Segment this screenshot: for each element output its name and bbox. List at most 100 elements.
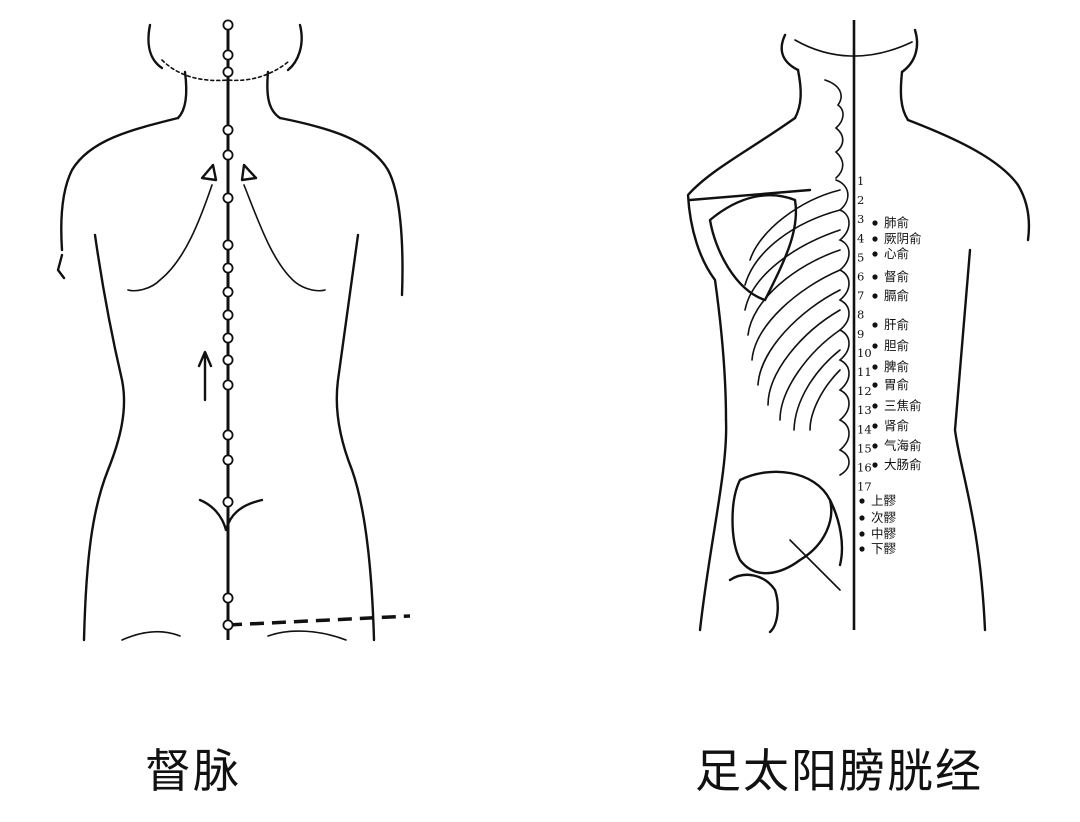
acupoint-marker [222,19,234,31]
acupoint-label: 大肠俞 [884,457,922,472]
governor-vessel-caption: 督脉 [145,744,241,798]
acupoint-marker [222,192,234,204]
acupoint-dot [872,220,878,226]
acupoint-label: 胆俞 [884,338,910,353]
acupoint-marker [222,454,234,466]
acupoint-dot [872,423,878,429]
vertebra-number: 6 [857,270,864,284]
acupoint-dot [872,462,878,468]
vertebra-number: 2 [857,193,864,207]
vertebra-number: 16 [857,461,872,475]
left-scapula-line [127,184,213,292]
scapula [708,193,798,302]
right-neck-marker [240,163,258,182]
acupoint-dot [872,322,878,328]
acupoint-label: 督俞 [884,269,910,284]
acupoint-dot [872,251,878,257]
neck-left [793,68,802,120]
acupoint-dot [872,293,878,299]
right-torso-side [953,248,987,632]
clavicle [688,188,812,202]
acupoint-label: 胃俞 [884,377,910,392]
acupoint-dot [872,382,878,388]
right-ear [900,28,919,74]
pelvis-lower [789,539,841,591]
acupoint-label: 三焦俞 [884,398,922,413]
vertebra-number: 17 [857,480,872,494]
acupoint-dot [872,274,878,280]
left-torso-side [698,418,728,632]
left-buttock-line [121,630,181,641]
right-shoulder [906,118,1031,242]
femur-head [728,573,779,634]
vertebra-number: 9 [857,327,864,341]
left-torso-side [82,233,126,642]
acupoint-markers [222,19,234,631]
right-ear [286,23,303,72]
acupoint-marker [222,354,234,366]
acupoint-dot [872,364,878,370]
acupoint-label: 脾俞 [884,359,910,374]
acupoint-dot [872,403,878,409]
acupoint-dot [872,343,878,349]
neck-right [899,70,910,122]
right-torso-side [335,233,376,642]
vertebra-number: 10 [857,346,872,360]
hairline [794,39,913,57]
left-ear [147,23,164,70]
neck-left [176,70,188,120]
left-arm-stub [56,253,66,280]
acupoint-marker [222,66,234,78]
vertebra-number: 1 [857,174,864,188]
governor-vessel-figure [56,19,411,642]
acupoint-dot [859,531,865,537]
vertebra-number: 8 [857,308,864,322]
acupoint-label: 肺俞 [884,215,910,230]
acupoint-marker [222,379,234,391]
vertebra-number: 13 [857,403,872,417]
acupoint-marker [222,149,234,161]
acupoint-marker [222,49,234,61]
acupoint-label: 次髎 [871,510,897,525]
acupoint-marker [222,262,234,274]
acupoint-marker [222,286,234,298]
acupoint-marker [222,309,234,321]
acupoint-marker [222,496,234,508]
vertebra-number: 7 [857,289,864,303]
acupoint-label: 中髎 [871,526,897,541]
right-shoulder [278,116,404,297]
bladder-meridian-caption: 足太阳膀胱经 [695,744,983,798]
vertebra-number: 4 [857,231,864,245]
vertebra-number: 14 [857,422,872,436]
left-ear [780,33,800,72]
pelvis-ilium [731,470,833,575]
spine [824,79,850,476]
acupoint-label: 上髎 [871,493,897,508]
acupoint-label: 厥阴俞 [884,231,922,246]
acupoint-marker [222,332,234,344]
vertebra-number: 11 [857,365,872,379]
acupoint-dot [859,546,865,552]
vertebra-number: 12 [857,384,872,398]
acupoint-marker [222,239,234,251]
left-shoulder [60,116,180,252]
acupoint-label: 肝俞 [884,317,910,332]
left-neck-marker [200,163,218,182]
sacrum-edge [828,498,844,567]
acupoint-label: 气海俞 [884,438,922,453]
acupoint-marker [222,429,234,441]
acupoint-dot [872,443,878,449]
acupoint-label: 膈俞 [884,288,910,303]
left-shoulder [686,116,797,422]
acupoint-label: 肾俞 [884,418,910,433]
ribs [744,189,841,431]
acupoint-dot [872,236,878,242]
vertebra-number: 5 [857,250,864,264]
vertebra-number: 15 [857,441,872,455]
iliac-dashed-line [227,614,411,627]
neck-right [266,70,282,120]
right-buttock-line [267,630,347,641]
